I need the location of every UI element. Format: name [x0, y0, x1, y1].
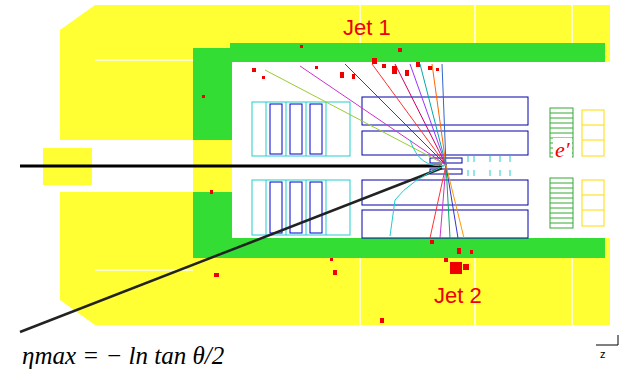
silicon-tracker	[468, 156, 510, 176]
electron-label: e′	[553, 138, 572, 162]
em-calorimeter	[193, 192, 232, 258]
jet-label: Jet 2	[434, 284, 482, 308]
em-calorimeter	[230, 43, 605, 62]
eta-max-line	[20, 168, 442, 332]
backward-outer	[582, 110, 604, 226]
backward-calorimeter	[550, 108, 573, 228]
forward-tracker	[252, 102, 350, 235]
particle-tracks	[265, 64, 464, 238]
beam-line	[20, 165, 442, 168]
energy-deposits	[202, 45, 572, 323]
em-calorimeter	[230, 238, 605, 258]
formula-label: ηmax = − ln tan θ/2	[22, 342, 224, 370]
em-calorimeter	[193, 48, 232, 140]
axis-marker	[596, 335, 618, 345]
axis-label: z	[600, 348, 606, 360]
jet-label: Jet 1	[343, 16, 391, 40]
tracking-volume	[232, 62, 615, 238]
forward-chambers	[270, 104, 322, 233]
